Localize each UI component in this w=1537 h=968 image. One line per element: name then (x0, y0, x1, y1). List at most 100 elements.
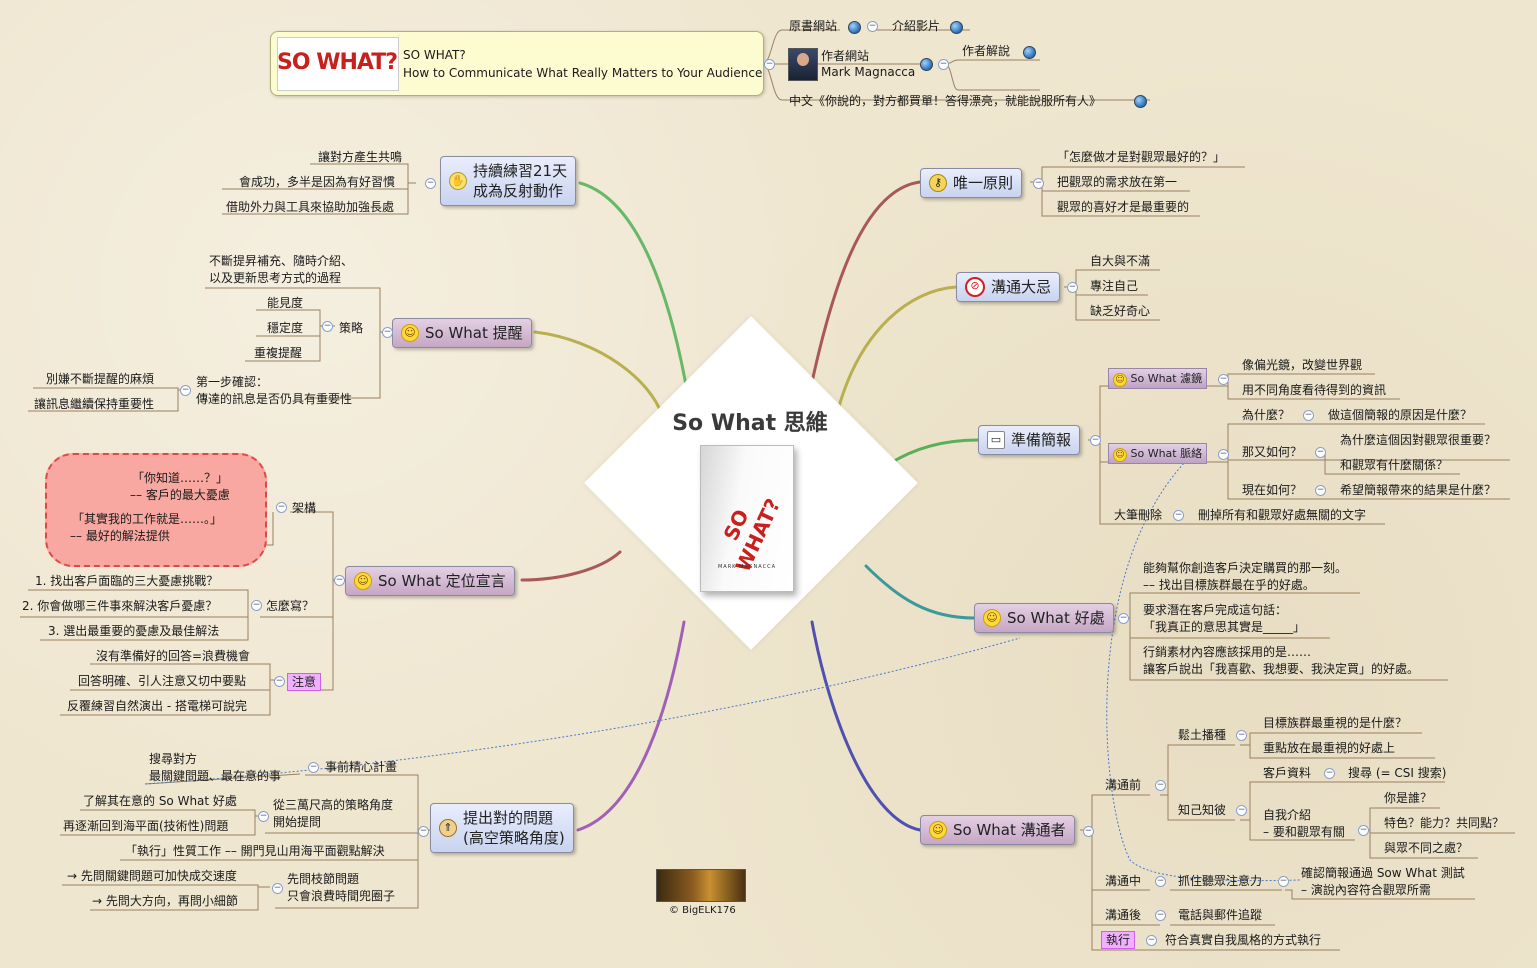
remind-strategy[interactable]: 策略 (339, 321, 364, 335)
comm-during: 溝通中 (1105, 874, 1142, 888)
collapse-button[interactable]: − (1236, 805, 1247, 816)
collapse-button[interactable]: − (1090, 435, 1101, 446)
link-book-site[interactable]: 原書網站 (789, 19, 838, 33)
comm-check-line2: – 演說內容符合觀眾所需 (1301, 883, 1431, 897)
smile-icon: ☺ (354, 572, 372, 590)
collapse-button[interactable]: − (272, 883, 283, 894)
howto-item: 1. 找出客戶面臨的三大憂慮挑戰？ (35, 574, 219, 588)
central-title[interactable]: So What 思維 (672, 411, 828, 436)
taboo-item: 專注自己 (1090, 279, 1139, 293)
header-collapse[interactable]: − (764, 59, 775, 70)
cloud-text: 「其實我的工作就是……。」 (72, 512, 223, 526)
collapse-button[interactable]: − (1118, 613, 1129, 624)
collapse-button[interactable]: − (1155, 780, 1166, 791)
globe-icon[interactable] (1134, 95, 1147, 108)
collapse-button[interactable]: − (334, 575, 345, 586)
header-logo-box (277, 37, 399, 91)
comm-after-answer: 電話與郵件追蹤 (1178, 908, 1263, 922)
branch-line (576, 620, 686, 832)
collapse-button[interactable]: − (1218, 374, 1229, 385)
header-logo: SO WHAT? (277, 50, 398, 75)
high-item: 了解其在意的 So What 好處 (83, 794, 237, 808)
collapse-button[interactable]: − (1324, 768, 1335, 779)
topic-benefit[interactable]: ☺ So What 好處 (974, 603, 1114, 633)
context-why-answer: 做這個簡報的原因是什麼？ (1328, 408, 1473, 422)
topic-only-label: 唯一原則 (953, 174, 1014, 192)
ask-plan[interactable]: 事前精心計畫 (325, 760, 398, 774)
benefit-item: –– 找出目標族群最在乎的好處。 (1143, 578, 1315, 592)
remind-first-line1: 第一步確認： (196, 375, 269, 389)
position-howto[interactable]: 怎麼寫？ (266, 599, 315, 613)
globe-icon[interactable] (848, 21, 861, 34)
collapse-button[interactable]: − (1033, 178, 1044, 189)
collapse-button[interactable]: − (1155, 910, 1166, 921)
topic-practice[interactable]: ✋ 持續練習21天 成為反射動作 (440, 156, 577, 206)
collapse-button[interactable]: − (276, 502, 287, 513)
book-author: MARK MAGNACCA (717, 564, 777, 570)
collapse-button[interactable]: − (1236, 730, 1247, 741)
topic-ask[interactable]: ⇑ 提出對的問題 (高空策略角度) (430, 803, 574, 853)
topic-position-label: So What 定位宣言 (378, 572, 506, 590)
collapse-button[interactable]: − (258, 811, 269, 822)
tag-exec[interactable]: 執行 (1101, 931, 1136, 949)
comm-before: 溝通前 (1105, 778, 1142, 792)
topic-practice-line2: 成為反射動作 (473, 182, 564, 200)
link-chinese-edition[interactable]: 中文《你說的，對方都買單！答得漂亮，就能說服所有人》 (789, 94, 1102, 108)
topic-position[interactable]: ☺ So What 定位宣言 (345, 566, 515, 596)
benefit-item: 要求潛在客戶完成這句話： (1143, 603, 1288, 617)
globe-icon[interactable] (920, 58, 933, 71)
remind-item: 以及更新思考方式的過程 (209, 271, 342, 285)
ladder-icon: ⇑ (439, 819, 457, 837)
collapse-button[interactable]: − (1315, 447, 1326, 458)
collapse-button[interactable]: − (274, 676, 285, 687)
tag-note[interactable]: 注意 (287, 673, 322, 691)
collapse-button[interactable]: − (418, 826, 429, 837)
ask-detail-line2: 只會浪費時間兜圈子 (287, 889, 396, 903)
collapse-button[interactable]: − (1218, 449, 1229, 460)
link-author-site[interactable]: 作者網站 (821, 49, 870, 63)
collapse-button[interactable]: − (1155, 876, 1166, 887)
collapse-button[interactable]: − (1173, 510, 1184, 521)
collapse-button[interactable]: − (180, 385, 191, 396)
collapse-button[interactable]: − (867, 21, 878, 32)
collapse-button[interactable]: − (322, 321, 333, 332)
collapse-button[interactable]: − (1083, 826, 1094, 837)
header-line2: How to Communicate What Really Matters t… (403, 66, 763, 80)
topic-remind[interactable]: ☺ So What 提醒 (392, 318, 532, 348)
benefit-item: 行銷素材內容應該採用的是…… (1143, 645, 1312, 659)
cloud-text: 「你知道……？」 (132, 471, 229, 485)
comm-check-line1: 確認簡報通過 Sow What 測試 (1301, 866, 1465, 880)
link-intro-video[interactable]: 介紹影片 (892, 19, 941, 33)
know-customer: 客戶資料 (1263, 766, 1312, 780)
topic-only[interactable]: ⚷ 唯一原則 (920, 168, 1023, 198)
remind-item: 不斷提昇補充、隨時介紹、 (209, 254, 354, 268)
collapse-button[interactable]: − (382, 327, 393, 338)
collapse-button[interactable]: − (1278, 876, 1289, 887)
collapse-button[interactable]: − (938, 59, 949, 70)
only-item: 觀眾的喜好才是最重要的 (1057, 200, 1190, 214)
collapse-button[interactable]: − (251, 600, 262, 611)
collapse-button[interactable]: − (1303, 410, 1314, 421)
link-author-explain[interactable]: 作者解說 (962, 44, 1011, 58)
ask-exec: 「執行」性質工作 –– 開門見山用海平面觀點解決 (125, 844, 385, 858)
topic-comm[interactable]: ☺ So What 溝通者 (920, 815, 1075, 845)
collapse-button[interactable]: − (425, 178, 436, 189)
globe-icon[interactable] (1023, 46, 1036, 59)
topic-remind-label: So What 提醒 (425, 324, 523, 342)
soil-item: 目標族群最重視的是什麼？ (1263, 716, 1408, 730)
topic-taboo[interactable]: ⊘ 溝通大忌 (956, 272, 1061, 302)
position-frame[interactable]: 架構 (292, 501, 317, 515)
collapse-button[interactable]: − (1067, 282, 1078, 293)
collapse-button[interactable]: − (1358, 825, 1369, 836)
sub-context[interactable]: ☺ So What 脈絡 (1108, 443, 1208, 464)
cloud-text: –– 最好的解法提供 (70, 529, 170, 543)
collapse-button[interactable]: − (1315, 485, 1326, 496)
sub-filter[interactable]: ☺ So What 濾鏡 (1108, 368, 1208, 389)
collapse-button[interactable]: − (308, 762, 319, 773)
topic-ask-line1: 提出對的問題 (463, 809, 554, 827)
globe-icon[interactable] (950, 21, 963, 34)
taboo-item: 缺乏好奇心 (1090, 304, 1151, 318)
collapse-button[interactable]: − (1146, 935, 1157, 946)
presentation-icon: ▭ (987, 431, 1005, 449)
topic-brief[interactable]: ▭ 準備簡報 (978, 425, 1081, 455)
